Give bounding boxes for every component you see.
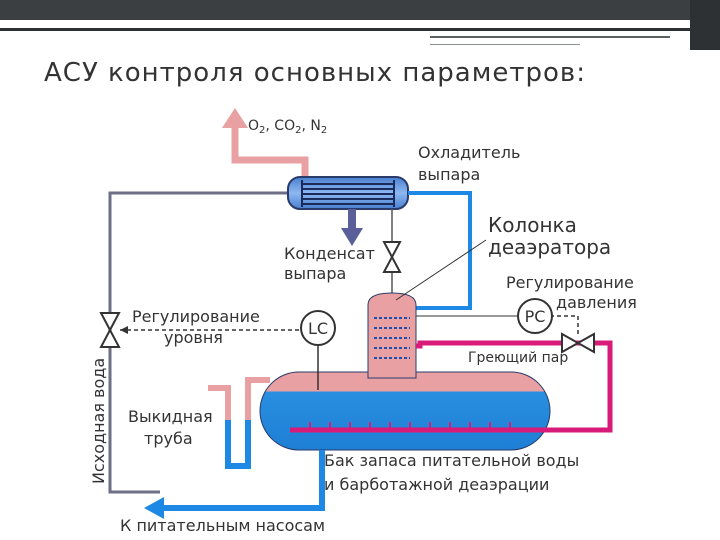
pressure-label: Регулирование давления bbox=[506, 273, 639, 312]
level-label: Регулирование уровня bbox=[132, 307, 265, 347]
cooler-label: Охладитель выпара bbox=[418, 143, 525, 184]
sparger-nozzles bbox=[309, 422, 511, 430]
vapor-cooler bbox=[287, 176, 409, 210]
lc-label: LC bbox=[308, 319, 328, 338]
header-dark-band bbox=[0, 0, 690, 20]
steam-label: Греющий пар bbox=[468, 350, 568, 366]
overflow-label: Выкидная труба bbox=[128, 407, 218, 448]
header-rule bbox=[0, 28, 690, 31]
gas-outlet-pipe bbox=[222, 108, 309, 180]
column-label: Колонка деаэратора bbox=[488, 213, 611, 259]
pump-outlet bbox=[144, 450, 325, 519]
header-rule-thinner bbox=[430, 44, 580, 45]
condensate-valve bbox=[382, 241, 402, 273]
deaerator-column bbox=[367, 292, 417, 379]
gas-composition-label: O2, CO2, N2 bbox=[248, 118, 327, 136]
feedwater-tank bbox=[259, 371, 551, 451]
header-corner-block bbox=[690, 0, 720, 50]
pc-label: PC bbox=[525, 307, 546, 326]
overflow-pipe-bottom bbox=[225, 420, 251, 469]
cooler-return-pipe bbox=[408, 191, 472, 310]
source-water-label: Исходная вода bbox=[89, 358, 108, 484]
heating-steam-pipe bbox=[290, 340, 613, 433]
tank-label: Бак запаса питательной воды и барботажно… bbox=[324, 451, 584, 494]
slide-title: АСУ контроля основных параметров: bbox=[44, 58, 586, 88]
pumps-label: К питательным насосам bbox=[120, 516, 325, 535]
level-signal-arrow bbox=[120, 326, 128, 334]
level-control-valve bbox=[99, 312, 121, 348]
pressure-control-valve bbox=[561, 332, 595, 354]
header-rule-thin bbox=[430, 36, 670, 38]
pressure-controller: PC bbox=[517, 298, 553, 334]
slide-header bbox=[0, 0, 720, 50]
condensate-outlet bbox=[341, 209, 363, 246]
pressure-signal-line bbox=[552, 315, 579, 334]
condensate-label: Конденсат выпара bbox=[284, 244, 380, 283]
level-controller: LC bbox=[300, 310, 336, 346]
column-pointer bbox=[395, 239, 487, 301]
